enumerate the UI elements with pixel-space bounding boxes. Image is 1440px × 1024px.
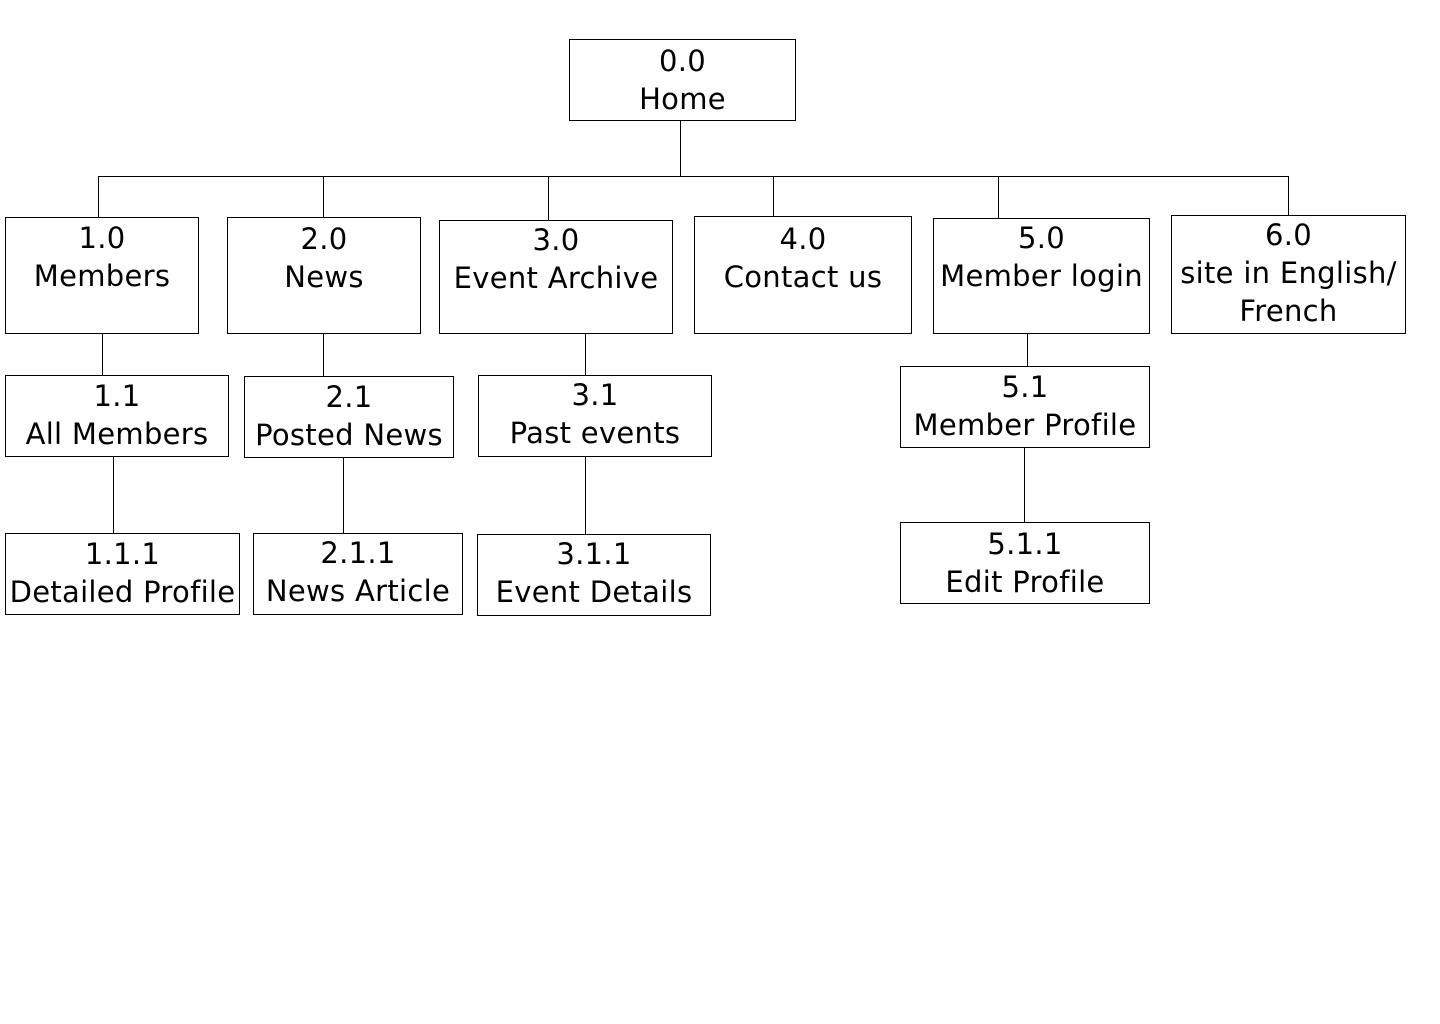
connector-event-archive bbox=[548, 176, 549, 221]
node-past-events: 3.1 Past events bbox=[478, 375, 712, 457]
node-number: 2.1 bbox=[325, 380, 373, 414]
node-number: 3.1 bbox=[571, 378, 619, 412]
node-home: 0.0 Home bbox=[569, 39, 796, 121]
connector-login-to-member-profile bbox=[1027, 332, 1028, 367]
node-number: 2.0 bbox=[300, 222, 348, 256]
node-number: 5.1 bbox=[1001, 370, 1049, 404]
node-number: 5.1.1 bbox=[987, 527, 1063, 561]
node-label: Event Archive bbox=[453, 261, 659, 295]
node-language: 6.0 site in English/ French bbox=[1171, 215, 1406, 334]
node-all-members: 1.1 All Members bbox=[5, 375, 229, 457]
node-label: All Members bbox=[25, 417, 209, 451]
node-posted-news: 2.1 Posted News bbox=[244, 376, 454, 458]
node-event-details: 3.1.1 Event Details bbox=[477, 534, 711, 616]
connector-contact bbox=[773, 176, 774, 217]
node-number: 3.1.1 bbox=[556, 537, 632, 571]
node-number: 1.0 bbox=[78, 221, 126, 255]
connector-news bbox=[323, 176, 324, 218]
node-label: News Article bbox=[265, 574, 451, 608]
node-number: 1.1.1 bbox=[84, 537, 161, 571]
connector-posted-news-to-news-article bbox=[343, 457, 344, 534]
connector-news-to-posted-news bbox=[323, 332, 324, 377]
connector-members-to-all-members bbox=[102, 332, 103, 376]
node-label: Member login bbox=[940, 259, 1143, 293]
node-label: site in English/ French bbox=[1180, 256, 1397, 328]
node-label: Event Details bbox=[495, 575, 693, 609]
connector-archive-to-past-events bbox=[585, 332, 586, 376]
node-number: 4.0 bbox=[779, 222, 827, 256]
node-number: 5.0 bbox=[1017, 221, 1066, 255]
connector-all-members-to-detailed-profile bbox=[113, 456, 114, 534]
node-label: News bbox=[284, 260, 364, 294]
node-label: Members bbox=[33, 259, 171, 293]
node-members: 1.0 Members bbox=[5, 217, 199, 334]
node-number: 3.0 bbox=[532, 223, 580, 257]
connector-member-profile-to-edit-profile bbox=[1024, 447, 1025, 523]
node-member-login: 5.0 Member login bbox=[933, 218, 1150, 334]
connector-home-trunk bbox=[680, 120, 681, 177]
node-label: Member Profile bbox=[913, 408, 1137, 442]
node-edit-profile: 5.1.1 Edit Profile bbox=[900, 522, 1150, 604]
node-label: Detailed Profile bbox=[9, 575, 236, 609]
node-number: 6.0 bbox=[1264, 218, 1313, 252]
node-label: Posted News bbox=[255, 418, 443, 452]
node-news: 2.0 News bbox=[227, 217, 421, 334]
node-label: Edit Profile bbox=[945, 565, 1105, 599]
node-number: 2.1.1 bbox=[320, 536, 396, 570]
connector-language bbox=[1288, 176, 1289, 216]
node-news-article: 2.1.1 News Article bbox=[253, 533, 463, 615]
node-contact: 4.0 Contact us bbox=[694, 216, 912, 334]
connector-past-events-to-event-details bbox=[585, 456, 586, 535]
node-label: Contact us bbox=[723, 260, 883, 294]
connector-members bbox=[98, 176, 99, 218]
node-event-archive: 3.0 Event Archive bbox=[439, 220, 673, 334]
connector-member-login bbox=[998, 176, 999, 219]
node-number: 0.0 bbox=[658, 44, 707, 78]
connector-level1-bus bbox=[98, 176, 1289, 177]
node-detailed-profile: 1.1.1 Detailed Profile bbox=[5, 533, 240, 615]
node-label: Home bbox=[639, 82, 726, 116]
node-label: Past events bbox=[509, 416, 681, 450]
node-number: 1.1 bbox=[93, 379, 141, 413]
node-member-profile: 5.1 Member Profile bbox=[900, 366, 1150, 448]
